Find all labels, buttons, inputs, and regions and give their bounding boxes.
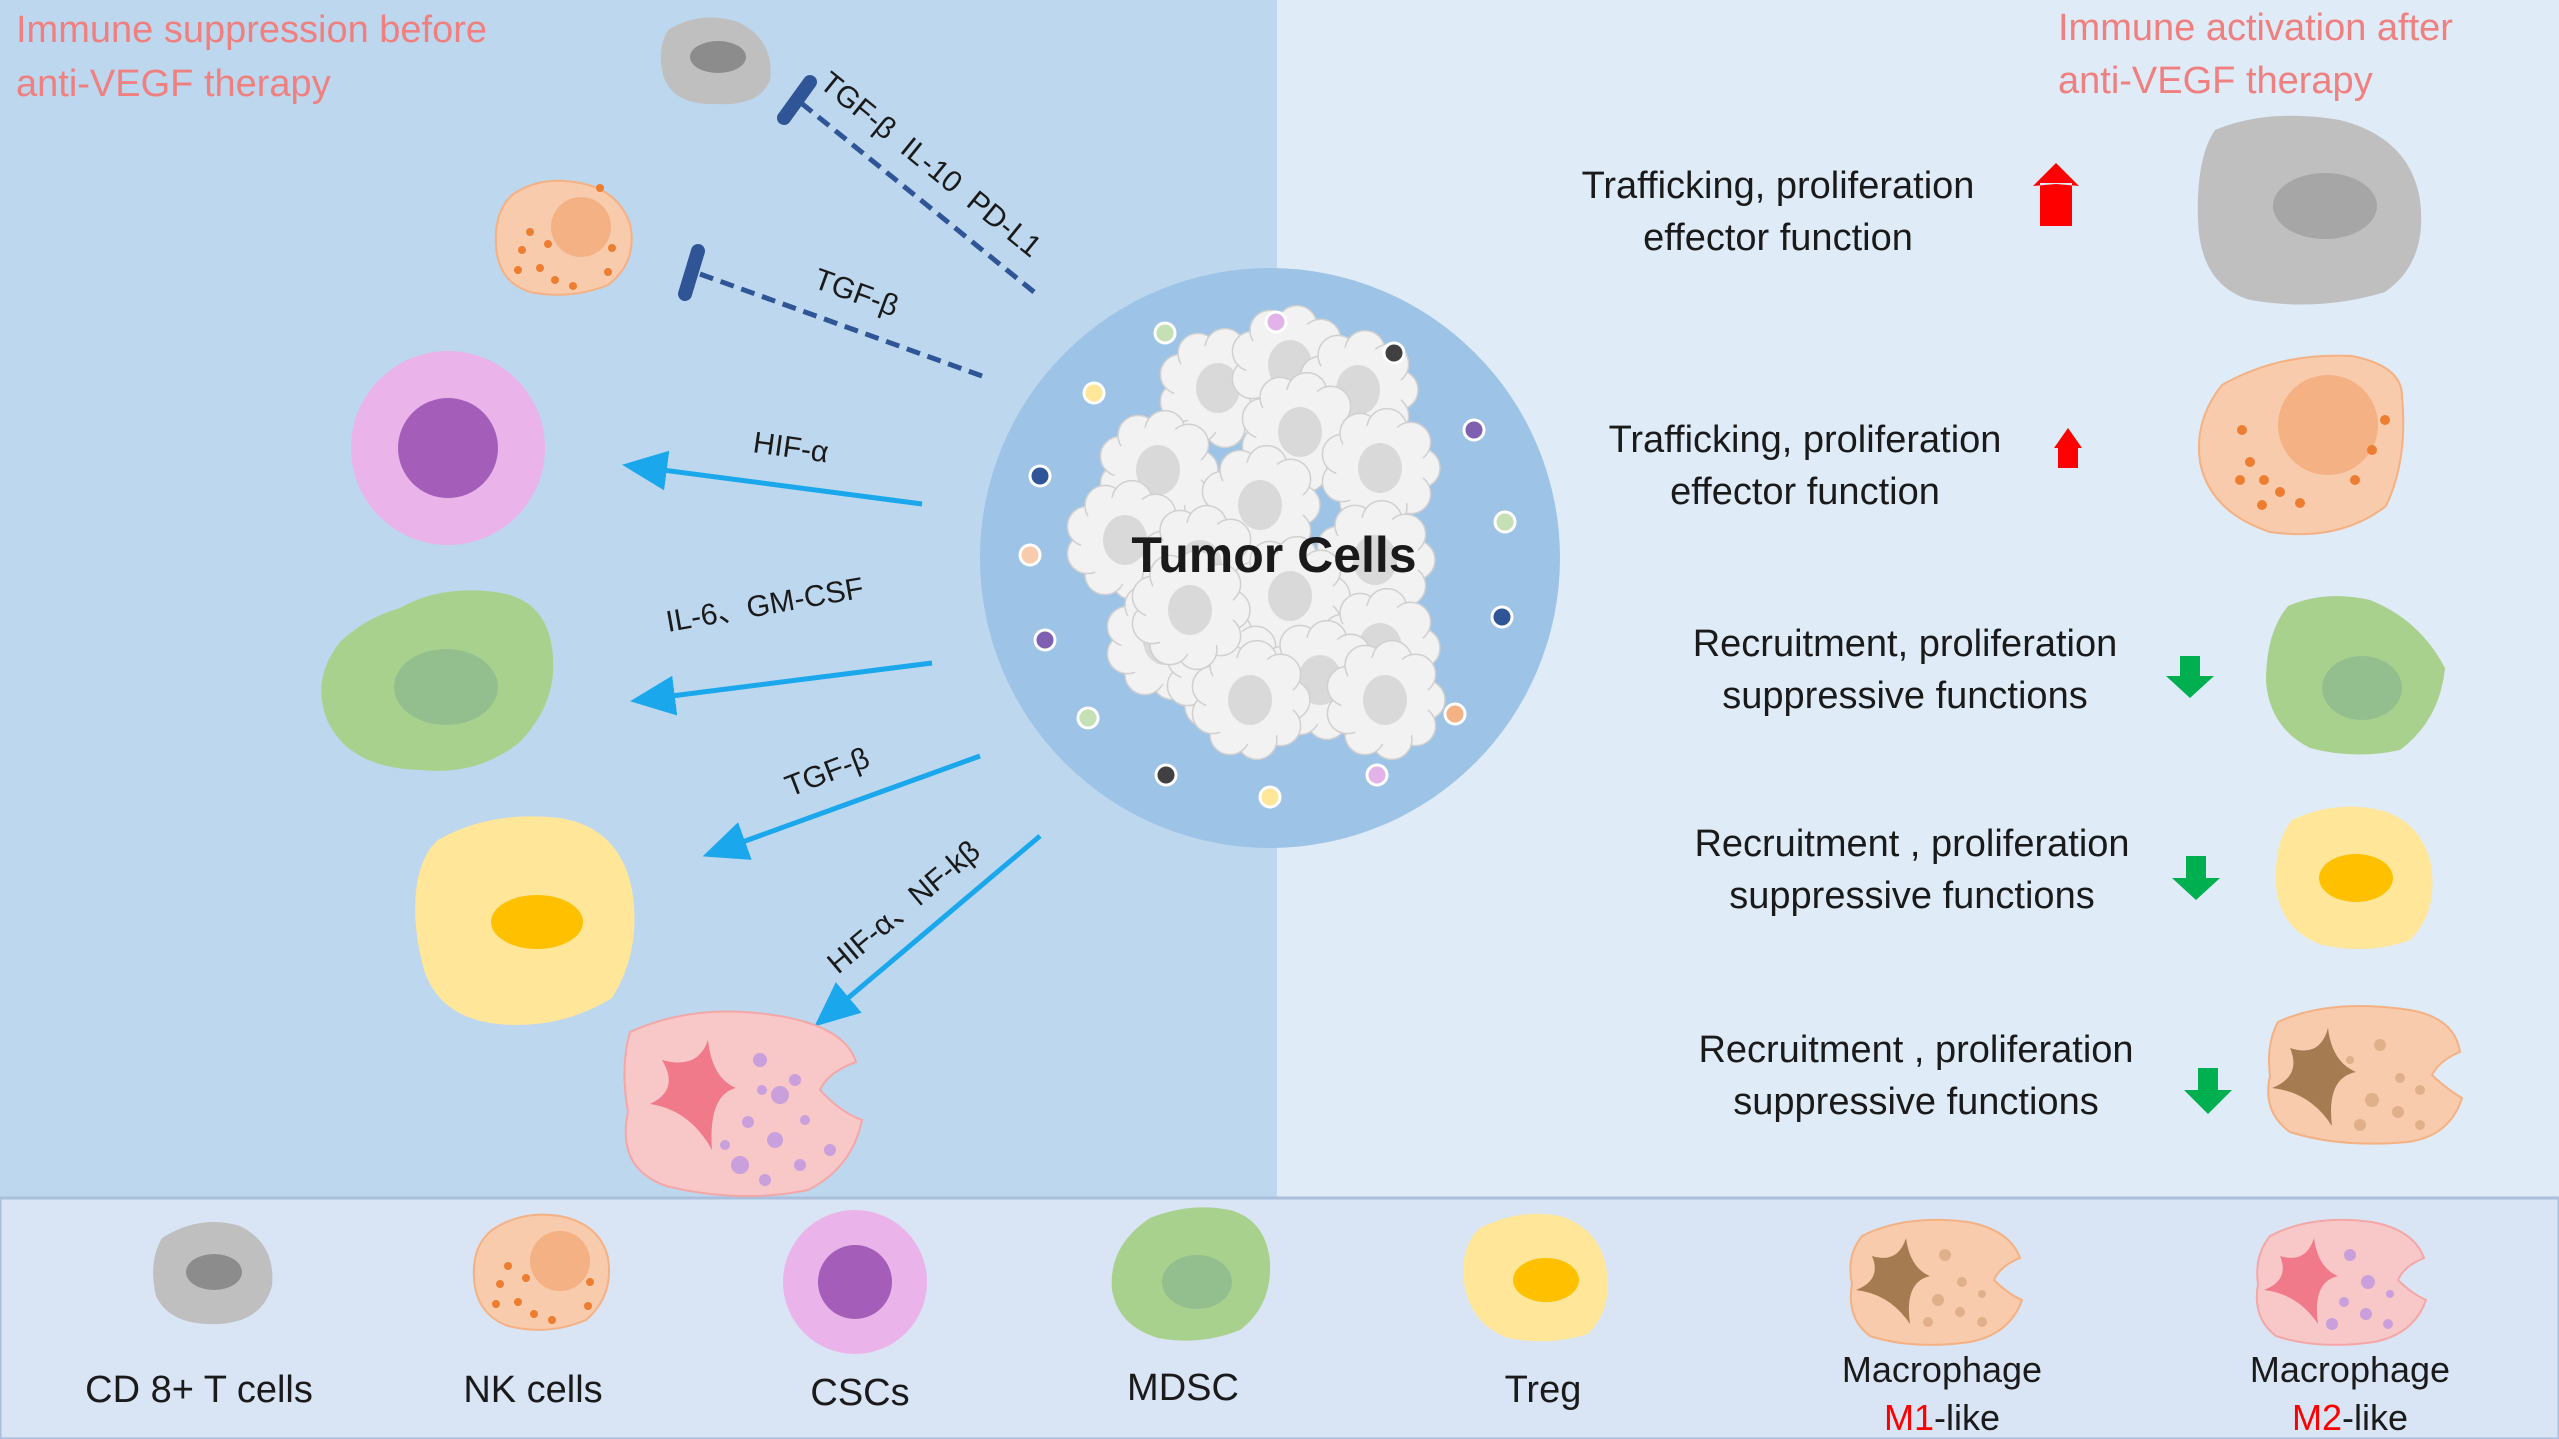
tumor-cell (1321, 407, 1441, 529)
effect-5-line2: suppressive functions (1733, 1081, 2098, 1123)
effect-row-4: Recruitment , proliferation suppressive … (1694, 823, 2220, 917)
legend-m1-suffix: -like (1934, 1397, 2000, 1438)
legend-label-nk-cells: NK cells (463, 1369, 602, 1411)
right-nk-cell (2197, 354, 2405, 536)
right-cd8-t-cell (2197, 115, 2422, 305)
cytokine-dot (1028, 464, 1052, 488)
cytokine-dot (1493, 510, 1517, 534)
right-m1-macrophage (2267, 1005, 2464, 1145)
legend-label-m2-macrophage: Macrophage (2250, 1349, 2450, 1390)
legend-m1-prefix: M1 (1884, 1397, 1934, 1438)
tumor-cell (1326, 639, 1446, 761)
left-m2-macrophage (623, 1010, 864, 1198)
legend-item-cd8-t-cells: CD 8+ T cells (85, 1222, 313, 1411)
legend-m2-suffix: -like (2342, 1397, 2408, 1438)
cytokine-dot (1082, 381, 1106, 405)
cytokine-dot (1033, 628, 1057, 652)
cytokine-dot (1462, 418, 1486, 442)
legend-item-m1-macrophage: Macrophage M1-like (1842, 1218, 2042, 1438)
legend-item-m2-macrophage: Macrophage M2-like (2250, 1218, 2450, 1438)
right-panel-title-line1: Immune activation after (2058, 7, 2453, 49)
effect-2-line1: Trafficking, proliferation (1609, 419, 2002, 461)
legend-item-cscs: CSCs (783, 1210, 927, 1414)
effect-3-line2: suppressive functions (1722, 675, 2087, 717)
legend-m2-prefix: M2 (2292, 1397, 2342, 1438)
cytokine-dot (1154, 763, 1178, 787)
legend-panel-background (0, 1196, 2559, 1439)
effect-1-line1: Trafficking, proliferation (1582, 165, 1975, 207)
left-mdsc-cell (321, 590, 554, 771)
effect-5-line1: Recruitment , proliferation (1698, 1029, 2133, 1071)
legend-item-treg: Treg (1463, 1213, 1608, 1411)
legend-sublabel-m2: M2-like (2292, 1397, 2408, 1438)
right-panel-title-line2: anti-VEGF therapy (2058, 60, 2373, 102)
cytokine-dot (1490, 605, 1514, 629)
right-mdsc-cell (2266, 596, 2445, 755)
right-treg-cell (2275, 806, 2433, 949)
effect-row-1: Trafficking, proliferation effector func… (1582, 163, 2079, 259)
left-panel-title-line2: anti-VEGF therapy (16, 63, 331, 105)
effect-3-line1: Recruitment, proliferation (1693, 623, 2118, 665)
legend-label-treg: Treg (1505, 1369, 1582, 1411)
effect-4-line1: Recruitment , proliferation (1694, 823, 2129, 865)
tumor-label: Tumor Cells (1131, 527, 1416, 583)
legend-item-nk-cells: NK cells (463, 1213, 610, 1411)
down-arrow-icon (2184, 1068, 2232, 1114)
cytokine-dot (1258, 785, 1282, 809)
tumor-cell-group (1066, 304, 1446, 761)
effect-row-3: Recruitment, proliferation suppressive f… (1693, 623, 2214, 717)
legend-label-m1-macrophage: Macrophage (1842, 1349, 2042, 1390)
legend-sublabel-m1: M1-like (1884, 1397, 2000, 1438)
left-cd8-t-cell (660, 17, 771, 105)
effect-row-5: Recruitment , proliferation suppressive … (1698, 1029, 2232, 1123)
cytokine-dot (1018, 543, 1042, 567)
legend-label-cscs: CSCs (810, 1372, 909, 1414)
left-nk-cell (494, 179, 633, 296)
cytokine-dot (1076, 706, 1100, 730)
left-csc-cell (351, 351, 545, 545)
cytokine-dot (1382, 341, 1406, 365)
cytokine-dot (1443, 702, 1467, 726)
effect-2-line2: effector function (1670, 471, 1940, 513)
tumor-cluster: Tumor Cells (980, 268, 1560, 848)
tumor-cytokine-dots (1018, 310, 1517, 809)
effect-1-line2: effector function (1643, 217, 1913, 259)
tumor-cell (1191, 639, 1311, 761)
effect-4-line2: suppressive functions (1729, 875, 2094, 917)
left-panel-title-line1: Immune suppression before (16, 9, 487, 51)
tumor-cell (1131, 549, 1251, 671)
cytokine-dot (1264, 310, 1288, 334)
down-arrow-icon (2166, 656, 2214, 698)
cytokine-dot (1153, 321, 1177, 345)
effect-row-2: Trafficking, proliferation effector func… (1609, 419, 2082, 513)
up-arrow-icon (2033, 163, 2079, 226)
left-treg-cell (415, 816, 635, 1025)
down-arrow-icon (2172, 856, 2220, 900)
legend-label-mdsc: MDSC (1127, 1367, 1239, 1409)
legend-item-mdsc: MDSC (1111, 1207, 1271, 1409)
legend-label-cd8-t-cells: CD 8+ T cells (85, 1369, 313, 1411)
up-arrow-icon (2054, 428, 2082, 468)
cytokine-dot (1365, 763, 1389, 787)
